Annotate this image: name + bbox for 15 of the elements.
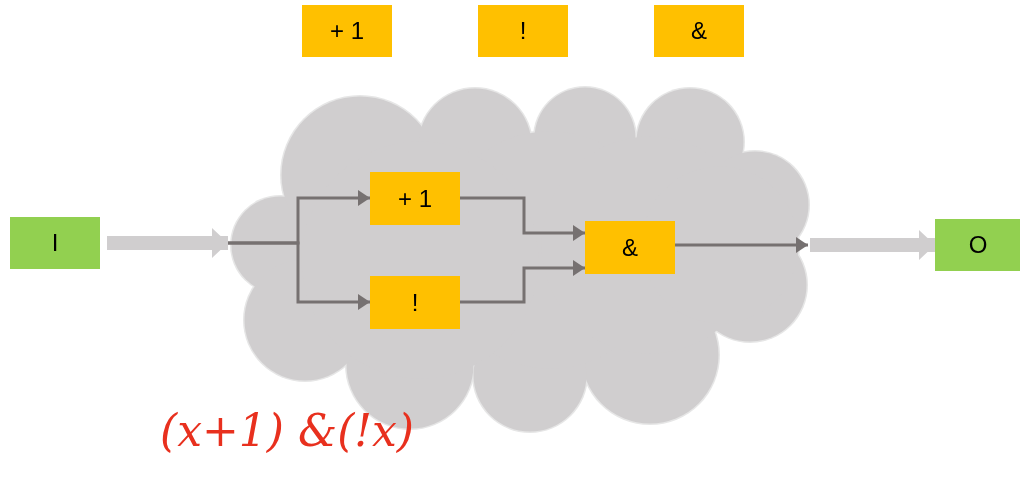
arrow [107,228,228,258]
output-box: O [935,219,1020,271]
arrow [460,196,585,241]
operation-box: + 1 [302,5,392,57]
arrow [675,237,808,253]
arrow [810,230,935,260]
arrow [228,241,370,310]
operation-box: ! [370,276,460,329]
input-box: I [10,217,100,269]
operation-box: & [585,221,675,274]
operation-box: & [654,5,744,57]
operation-box: + 1 [370,172,460,225]
arrow [460,260,585,304]
handwritten-formula: (x+1) &(!x) [160,405,414,456]
operation-box: ! [478,5,568,57]
